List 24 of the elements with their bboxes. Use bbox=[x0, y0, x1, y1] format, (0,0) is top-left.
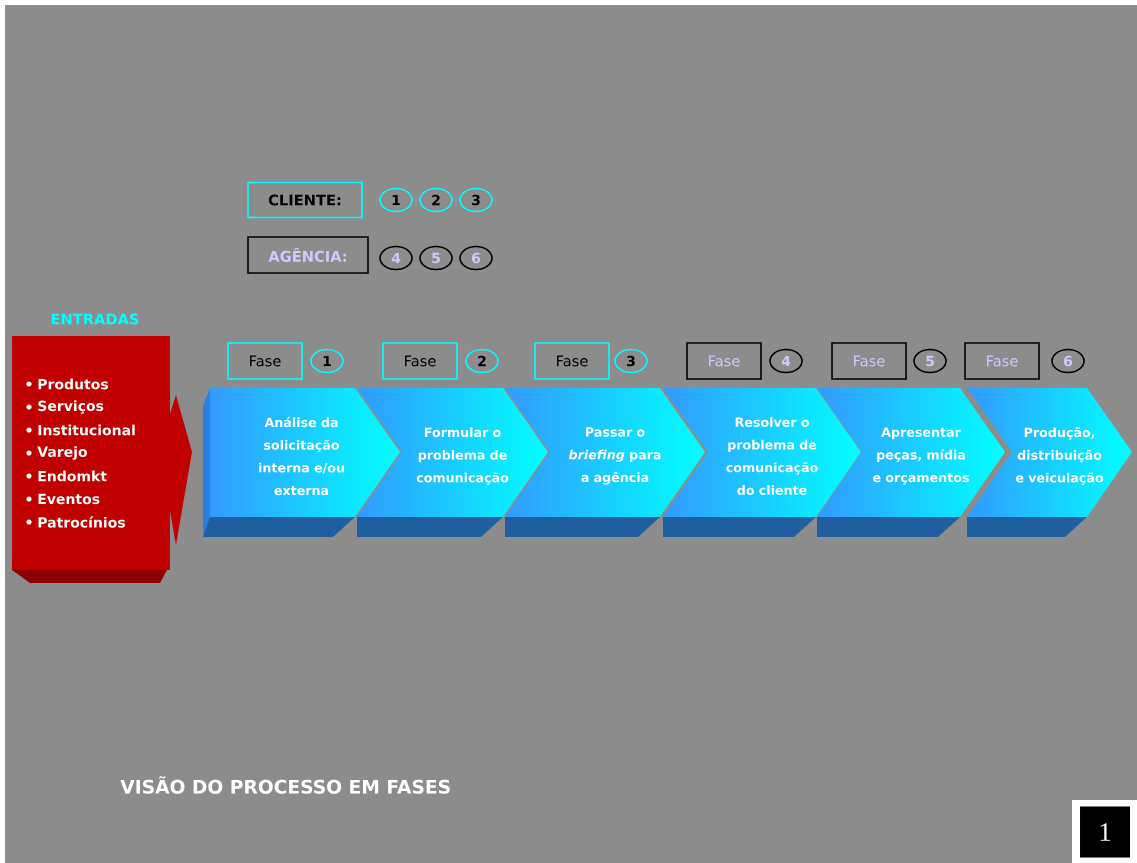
page-number: 1 bbox=[1072, 800, 1137, 863]
phase-box: Fase bbox=[831, 342, 907, 380]
number-oval: 5 bbox=[419, 245, 453, 271]
phase-box: Fase bbox=[534, 342, 610, 380]
phase-box: Fase bbox=[964, 342, 1040, 380]
number-oval: 2 bbox=[465, 348, 499, 374]
label-box: AGÊNCIA: bbox=[247, 236, 369, 274]
number-oval: 3 bbox=[459, 187, 493, 213]
phase-box: Fase bbox=[382, 342, 458, 380]
number-oval: 4 bbox=[379, 245, 413, 271]
phase-box: Fase bbox=[686, 342, 762, 380]
caption: VISÃO DO PROCESSO EM FASES bbox=[120, 776, 450, 794]
number-oval: 6 bbox=[1051, 348, 1085, 374]
label-box: CLIENTE: bbox=[247, 181, 363, 219]
number-oval: 2 bbox=[419, 187, 453, 213]
phase-box: Fase bbox=[227, 342, 303, 380]
number-oval: 1 bbox=[310, 348, 344, 374]
number-oval: 6 bbox=[459, 245, 493, 271]
node-label: ENTRADAS bbox=[51, 313, 139, 325]
number-oval: 1 bbox=[379, 187, 413, 213]
inputs-block: ENTRADAS Produtos Serviços Institucional Varejo Endomkt Eventos Patrocínios bbox=[12, 313, 192, 583]
number-oval: 3 bbox=[614, 348, 648, 374]
number-oval: 4 bbox=[769, 348, 803, 374]
number-oval: 5 bbox=[913, 348, 947, 374]
